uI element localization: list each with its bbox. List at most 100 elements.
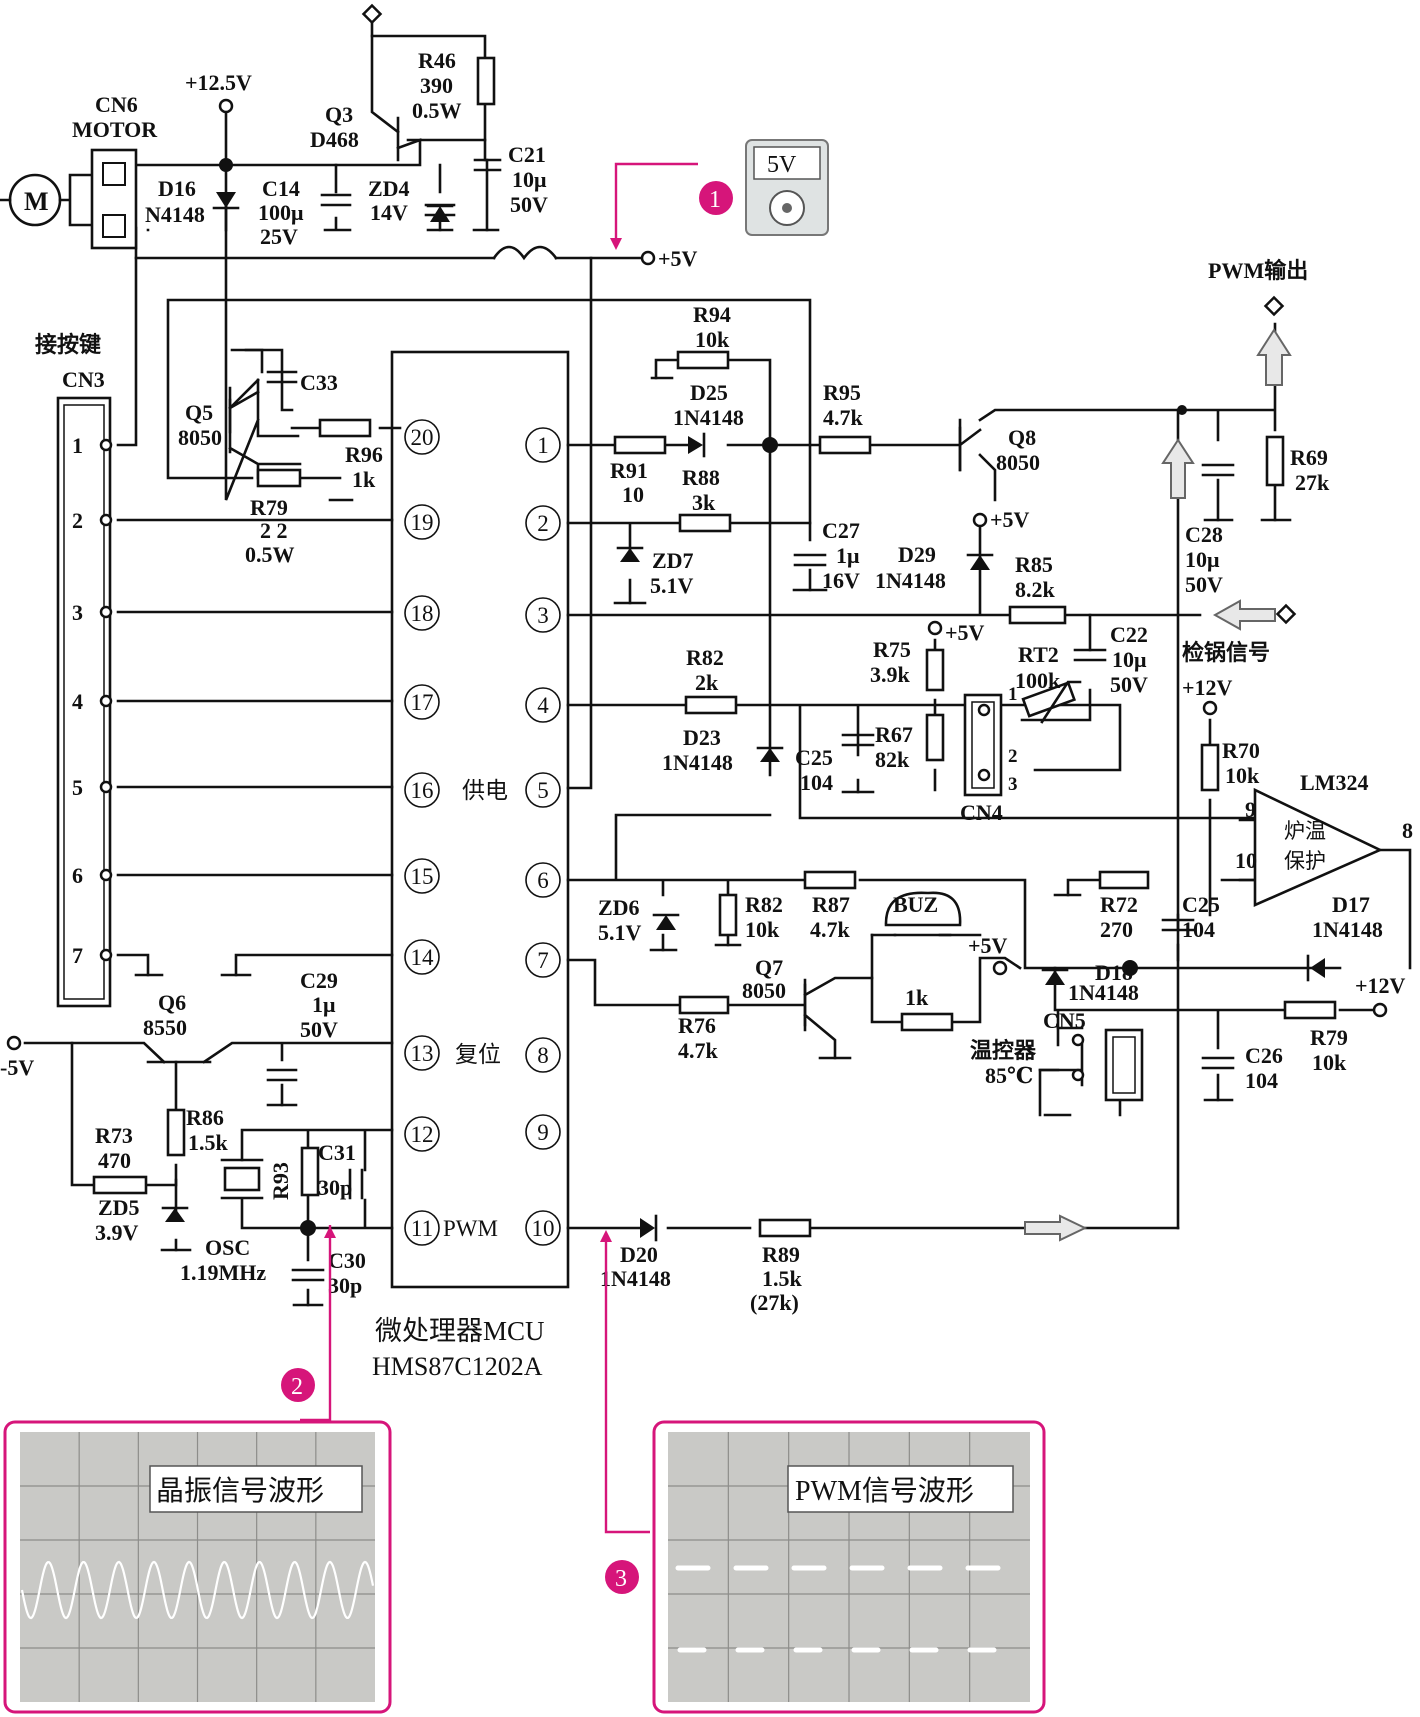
svg-text:保护: 保护 xyxy=(1284,849,1326,873)
svg-text:PWM信号波形: PWM信号波形 xyxy=(795,1475,974,1507)
svg-text:85℃: 85℃ xyxy=(985,1063,1033,1088)
mcu-pin-bubble xyxy=(404,1116,440,1152)
svg-text:C30: C30 xyxy=(328,1248,366,1273)
svg-text:8.2k: 8.2k xyxy=(1015,577,1056,602)
svg-text:82k: 82k xyxy=(875,747,910,772)
svg-text:D17: D17 xyxy=(1332,892,1370,917)
resistors xyxy=(92,56,1337,1238)
svg-text:-5V: -5V xyxy=(0,1055,34,1080)
svg-text:R94: R94 xyxy=(693,302,731,327)
svg-text:D468: D468 xyxy=(310,127,359,152)
transistors xyxy=(146,116,962,1064)
svg-text:D23: D23 xyxy=(683,725,721,750)
mcu-pin-bubble xyxy=(525,1114,561,1150)
mcu-pin-number: 4 xyxy=(537,693,549,718)
mcu-pin-number: 5 xyxy=(537,778,549,803)
svg-text:R70: R70 xyxy=(1222,738,1260,763)
svg-text:R82: R82 xyxy=(686,645,724,670)
svg-text:+12V: +12V xyxy=(1182,675,1233,700)
mcu-pin-bubble xyxy=(404,858,440,894)
svg-text:CN5: CN5 xyxy=(1043,1008,1086,1033)
mcu-pin-bubble xyxy=(404,939,440,975)
mcu-pin-bubble xyxy=(404,684,440,720)
cn3-pin-number: 5 xyxy=(72,775,83,800)
svg-text:50V: 50V xyxy=(1110,672,1148,697)
signal-arrows xyxy=(1024,328,1292,1242)
fuse xyxy=(492,245,558,261)
cn3-pin-number: 3 xyxy=(72,600,83,625)
svg-text:C25: C25 xyxy=(1182,892,1220,917)
mcu-pin-bubble xyxy=(525,505,561,541)
mcu-pin-number: 8 xyxy=(537,1043,549,1068)
svg-text:C27: C27 xyxy=(822,518,860,543)
svg-text:27k: 27k xyxy=(1295,470,1330,495)
svg-text:BUZ: BUZ xyxy=(893,892,938,917)
svg-text:D16: D16 xyxy=(158,176,196,201)
svg-text:2 2: 2 2 xyxy=(260,518,288,543)
svg-text:R88: R88 xyxy=(682,465,720,490)
svg-text:0.5W: 0.5W xyxy=(245,542,295,567)
svg-text:Q5: Q5 xyxy=(185,400,213,425)
svg-text:ZD6: ZD6 xyxy=(598,895,640,920)
mcu-pin-bubble xyxy=(404,772,440,808)
mcu-pin-bubble xyxy=(525,687,561,723)
svg-text:接按键: 接按键 xyxy=(35,332,101,357)
svg-text:104: 104 xyxy=(1182,917,1215,942)
svg-text:10μ: 10μ xyxy=(1112,647,1147,672)
svg-text:470: 470 xyxy=(98,1148,131,1173)
svg-text:C33: C33 xyxy=(300,370,338,395)
svg-text:10k: 10k xyxy=(1312,1050,1347,1075)
wiring xyxy=(23,16,1412,1307)
svg-text:1: 1 xyxy=(1008,684,1018,705)
cn3-pin-number: 7 xyxy=(72,943,83,968)
junctions xyxy=(219,158,1187,1236)
svg-text:D29: D29 xyxy=(898,542,936,567)
svg-text:R95: R95 xyxy=(823,380,861,405)
svg-text:0.5W: 0.5W xyxy=(412,98,462,123)
svg-text:D25: D25 xyxy=(690,380,728,405)
svg-text:PWM输出: PWM输出 xyxy=(1208,258,1308,283)
svg-text:R79: R79 xyxy=(250,495,288,520)
svg-text:10: 10 xyxy=(622,482,644,507)
svg-text:2: 2 xyxy=(291,1374,303,1400)
thermistor-rt2 xyxy=(1021,680,1082,724)
mcu-pin-bubble xyxy=(525,862,561,898)
svg-text:10: 10 xyxy=(1235,848,1257,873)
svg-text:390: 390 xyxy=(420,73,453,98)
crystal-osc xyxy=(220,1158,264,1200)
mcu-pin-number: 16 xyxy=(411,778,434,803)
mcu-pin-number: 9 xyxy=(537,1120,549,1145)
svg-text:M: M xyxy=(24,187,49,216)
svg-text:R85: R85 xyxy=(1015,552,1053,577)
svg-text:ZD5: ZD5 xyxy=(98,1195,140,1220)
svg-text:1μ: 1μ xyxy=(836,543,860,568)
svg-text:100k: 100k xyxy=(1015,668,1061,693)
mcu-pin-number: 7 xyxy=(537,948,549,973)
cn5-thermostat xyxy=(1071,1028,1144,1102)
svg-text:R73: R73 xyxy=(95,1123,133,1148)
svg-text:+5V: +5V xyxy=(990,507,1030,532)
svg-text:D18: D18 xyxy=(1095,960,1133,985)
svg-text:检锅信号: 检锅信号 xyxy=(1182,640,1270,665)
svg-text:Q7: Q7 xyxy=(755,955,783,980)
svg-text:R89: R89 xyxy=(762,1242,800,1267)
terminals xyxy=(6,3,1388,1051)
svg-text:+12V: +12V xyxy=(1355,973,1406,998)
svg-text:C25: C25 xyxy=(795,745,833,770)
svg-text:Q6: Q6 xyxy=(158,990,186,1015)
mcu-pin-number: 12 xyxy=(411,1122,434,1147)
svg-text:1N4148: 1N4148 xyxy=(1068,980,1139,1005)
svg-text:炉温: 炉温 xyxy=(1284,819,1326,843)
svg-text:3: 3 xyxy=(1008,774,1018,795)
svg-text:14V: 14V xyxy=(370,200,408,225)
mcu-model: HMS87C1202A xyxy=(372,1352,543,1381)
svg-text:50V: 50V xyxy=(300,1017,338,1042)
svg-text:16V: 16V xyxy=(822,568,860,593)
svg-text:3: 3 xyxy=(615,1566,627,1592)
motor: M xyxy=(0,148,138,250)
svg-text:D20: D20 xyxy=(620,1242,658,1267)
mcu-pin-number: 2 xyxy=(537,511,549,536)
svg-text:R75: R75 xyxy=(873,637,911,662)
svg-text:OSC: OSC xyxy=(205,1235,250,1260)
